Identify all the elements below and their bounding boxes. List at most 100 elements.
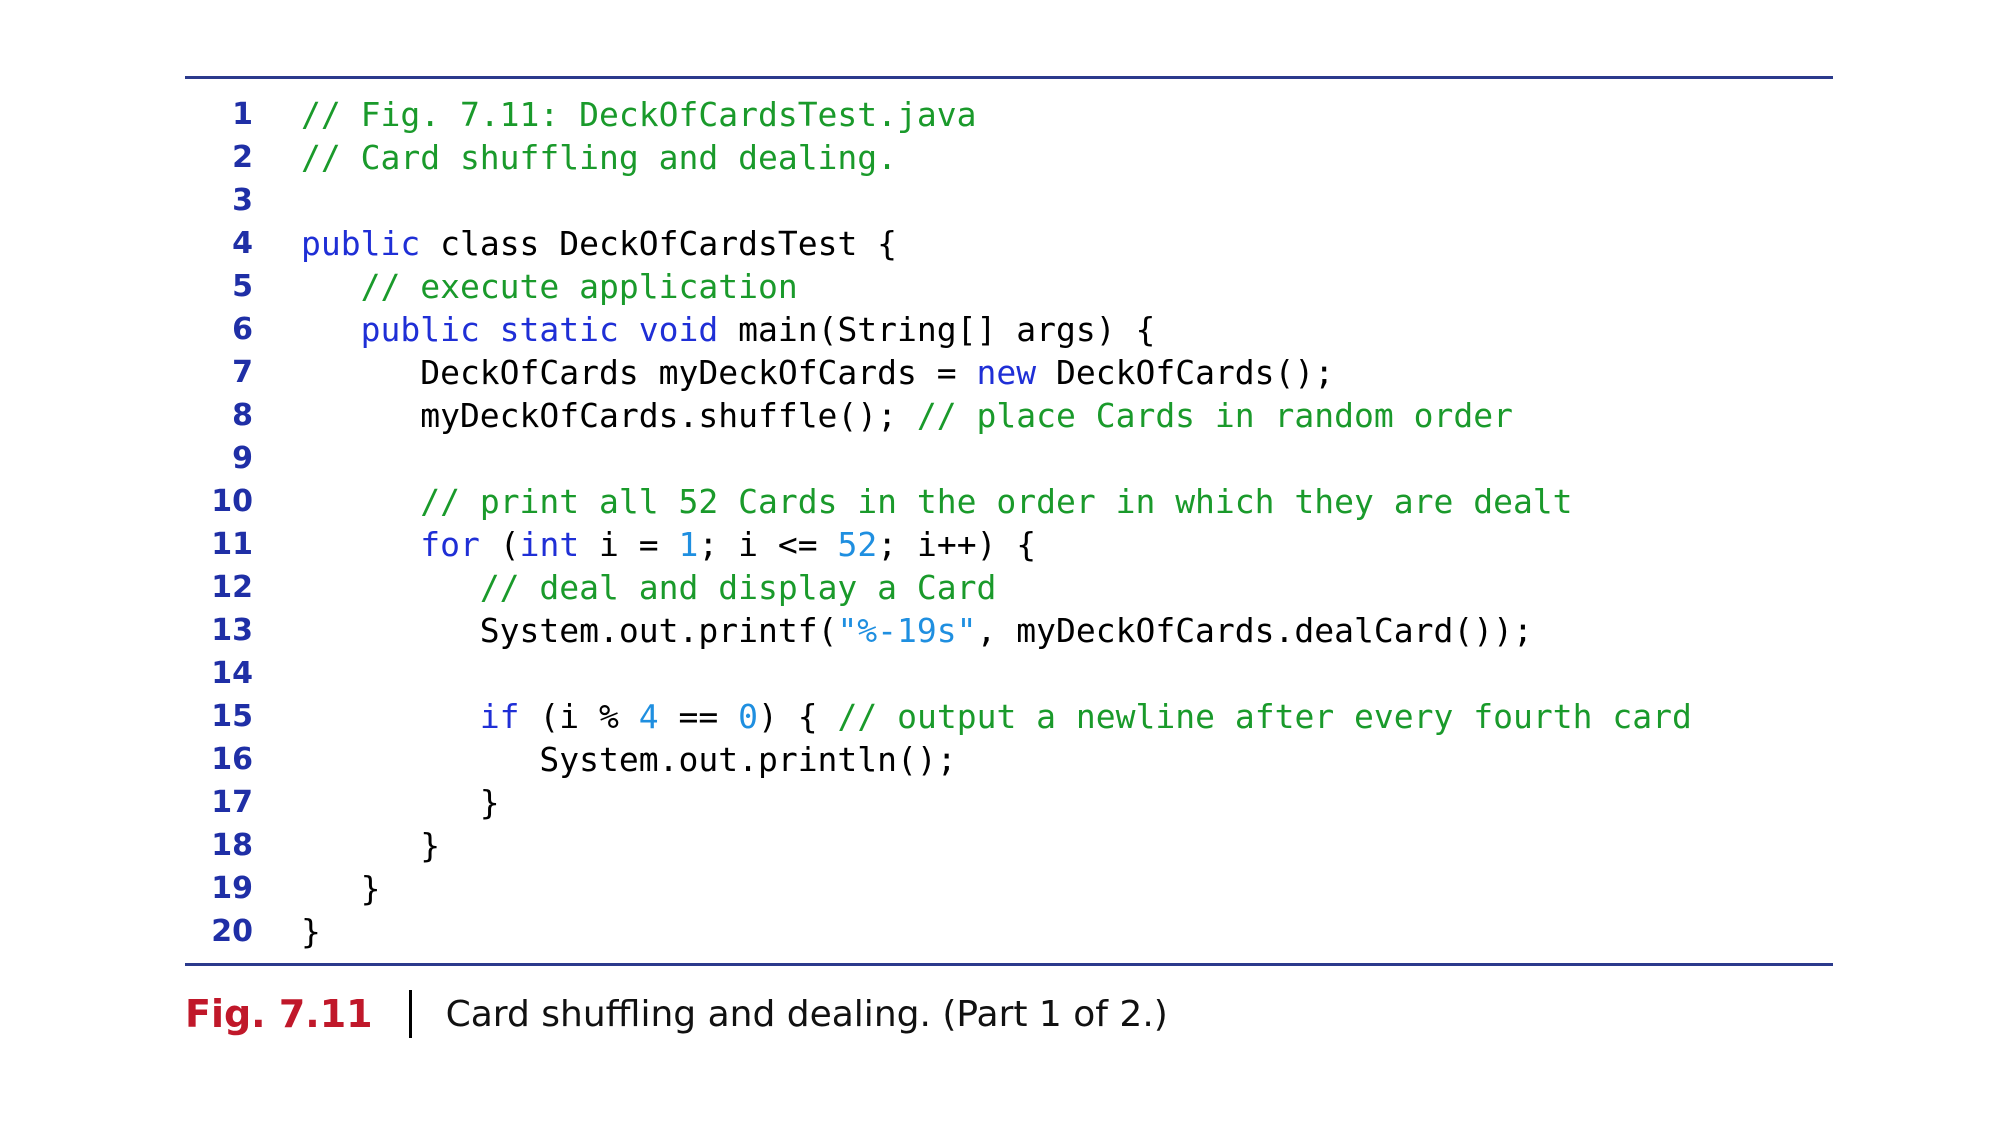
code-token: 52: [837, 525, 878, 564]
code-token: DeckOfCards();: [1036, 353, 1335, 392]
code-line: 4 public class DeckOfCardsTest {: [185, 222, 1833, 265]
line-number: 7: [232, 355, 253, 390]
code-line: 15 if (i % 4 == 0) { // output a newline…: [185, 695, 1833, 738]
line-number: 1: [232, 97, 253, 132]
code-token: , myDeckOfCards.dealCard());: [976, 611, 1533, 650]
code-text: }: [301, 869, 381, 908]
code-token: // Fig. 7.11: DeckOfCardsTest.java: [301, 95, 977, 134]
code-line: 2 // Card shuffling and dealing.: [185, 136, 1833, 179]
line-number: 10: [211, 484, 253, 519]
code-line: 20}: [185, 910, 1833, 953]
code-line: 14: [185, 652, 1833, 695]
line-number: 15: [211, 699, 253, 734]
code-token: // print all 52 Cards in the order in wh…: [420, 482, 1573, 521]
code-text: }: [301, 826, 440, 865]
code-line: 5 // execute application: [185, 265, 1833, 308]
line-number: 9: [232, 441, 253, 476]
code-token: [301, 697, 480, 736]
code-token: new: [976, 353, 1037, 392]
line-number: 3: [232, 183, 253, 218]
line-number: 2: [232, 140, 253, 175]
code-token: // deal and display a Card: [479, 568, 997, 607]
code-text: System.out.println();: [301, 740, 957, 779]
line-number: 14: [211, 656, 253, 691]
top-rule: [185, 76, 1833, 79]
code-token: class DeckOfCardsTest {: [420, 224, 898, 263]
code-token: System.out.printf(: [301, 611, 838, 650]
caption-text: Card shuffling and dealing. (Part 1 of 2…: [445, 993, 1168, 1035]
code-token: i =: [579, 525, 679, 564]
code-line: 16 System.out.println();: [185, 738, 1833, 781]
code-text: // Fig. 7.11: DeckOfCardsTest.java: [301, 95, 977, 134]
code-figure: 1 // Fig. 7.11: DeckOfCardsTest.java 2 // C…: [185, 76, 1833, 1044]
code-text: public class DeckOfCardsTest {: [301, 224, 897, 263]
line-number: 4: [232, 226, 253, 261]
code-token: System.out.println();: [301, 740, 957, 779]
code-line: 10 // print all 52 Cards in the order in…: [185, 480, 1833, 523]
code-text: if (i % 4 == 0) { // output a newline af…: [301, 697, 1692, 736]
code-token: if: [479, 697, 520, 736]
code-token: [301, 310, 361, 349]
code-token: "%-19s": [837, 611, 977, 650]
code-token: }: [301, 869, 381, 908]
code-token: // execute application: [360, 267, 798, 306]
code-token: ==: [658, 697, 739, 736]
caption-separator: [408, 990, 412, 1038]
code-text: }: [301, 912, 321, 951]
code-line: 18 }: [185, 824, 1833, 867]
figure-caption: Fig. 7.11 Card shuffling and dealing. (P…: [185, 984, 1833, 1044]
code-token: // place Cards in random order: [916, 396, 1513, 435]
code-token: }: [301, 912, 321, 951]
code-line: 1 // Fig. 7.11: DeckOfCardsTest.java: [185, 93, 1833, 136]
code-token: (: [479, 525, 520, 564]
code-token: }: [301, 826, 441, 865]
code-line: 8 myDeckOfCards.shuffle(); // place Card…: [185, 394, 1833, 437]
code-token: [301, 482, 420, 521]
code-token: // Card shuffling and dealing.: [301, 138, 898, 177]
code-line: 9: [185, 437, 1833, 480]
code-token: ; i <=: [698, 525, 838, 564]
code-token: ; i++) {: [877, 525, 1037, 564]
code-text: for (int i = 1; i <= 52; i++) {: [301, 525, 1036, 564]
code-token: for: [420, 525, 480, 564]
code-line: 11 for (int i = 1; i <= 52; i++) {: [185, 523, 1833, 566]
code-token: [301, 568, 480, 607]
code-line: 12 // deal and display a Card: [185, 566, 1833, 609]
code-token: [301, 267, 361, 306]
line-number: 13: [211, 613, 253, 648]
line-number: 11: [211, 527, 253, 562]
code-line: 7 DeckOfCards myDeckOfCards = new DeckOf…: [185, 351, 1833, 394]
code-token: 1: [678, 525, 699, 564]
code-token: main(String[] args) {: [718, 310, 1156, 349]
code-listing: 1 // Fig. 7.11: DeckOfCardsTest.java 2 // C…: [185, 79, 1833, 963]
line-number: 12: [211, 570, 253, 605]
code-token: 0: [738, 697, 759, 736]
code-token: DeckOfCards myDeckOfCards =: [301, 353, 977, 392]
code-text: // Card shuffling and dealing.: [301, 138, 897, 177]
code-line: 3: [185, 179, 1833, 222]
code-text: // deal and display a Card: [301, 568, 997, 607]
line-number: 5: [232, 269, 253, 304]
code-token: public static void: [360, 310, 719, 349]
code-token: (i %: [519, 697, 639, 736]
code-text: System.out.printf("%-19s", myDeckOfCards…: [301, 611, 1533, 650]
code-token: int: [519, 525, 580, 564]
code-line: 17 }: [185, 781, 1833, 824]
code-token: public: [301, 224, 421, 263]
caption-label: Fig. 7.11: [185, 992, 373, 1036]
line-number: 8: [232, 398, 253, 433]
code-token: [301, 525, 420, 564]
line-number: 19: [211, 871, 253, 906]
line-number: 20: [211, 914, 253, 949]
code-line: 19 }: [185, 867, 1833, 910]
line-number: 18: [211, 828, 253, 863]
line-number: 16: [211, 742, 253, 777]
code-text: // execute application: [301, 267, 798, 306]
code-line: 6 public static void main(String[] args)…: [185, 308, 1833, 351]
code-token: 4: [638, 697, 659, 736]
code-token: // output a newline after every fourth c…: [837, 697, 1692, 736]
line-number: 6: [232, 312, 253, 347]
code-text: myDeckOfCards.shuffle(); // place Cards …: [301, 396, 1513, 435]
code-line: 13 System.out.printf("%-19s", myDeckOfCa…: [185, 609, 1833, 652]
code-token: ) {: [758, 697, 838, 736]
